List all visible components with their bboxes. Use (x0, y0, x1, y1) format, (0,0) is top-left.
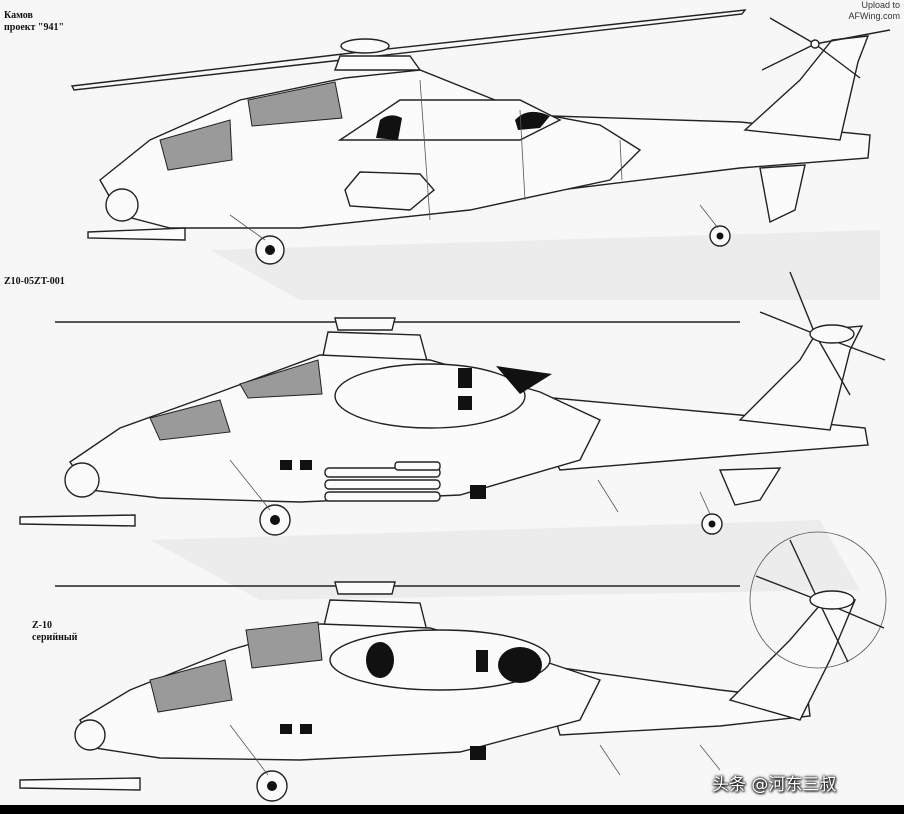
kamov-941-label: Камов проект "941" (4, 10, 64, 34)
nose-sensor-turret (64, 462, 100, 498)
engine-exhaust (515, 111, 550, 130)
front-canopy (149, 659, 233, 713)
vertical-fin (738, 325, 864, 431)
front-canopy (149, 399, 231, 441)
rotor-hub (340, 38, 390, 54)
credit-line2: AFWing.com (848, 11, 900, 21)
tail-rotor (759, 271, 886, 396)
fuselage-panel (300, 460, 312, 470)
kamov-941-helicopter (70, 9, 891, 265)
ventral-fin (718, 467, 782, 506)
weapon-pylons (324, 461, 441, 502)
production-label: Z-10 серийный (32, 620, 77, 644)
nose-sensor-turret (105, 188, 139, 222)
rear-canopy (239, 359, 323, 399)
fuselage-panel (280, 724, 292, 734)
z10-prototype-helicopter (19, 271, 886, 536)
fuselage-panel (280, 460, 292, 470)
engine-vent (458, 396, 472, 410)
background-ghost-shape (150, 520, 860, 600)
tail-boom (518, 394, 869, 471)
kamov-label-line1: Камов (4, 10, 33, 21)
kamov-label-line2: проект "941" (4, 22, 65, 33)
prototype-label: Z10-05ZT-001 (4, 276, 65, 287)
landing-gear-strut (229, 724, 721, 776)
credit-line1: Upload to (861, 0, 900, 10)
front-canopy (159, 119, 233, 171)
nose-sensor-turret (74, 719, 106, 751)
nose-cannon (19, 777, 141, 791)
engine-intake (366, 642, 394, 678)
nose-cannon (19, 514, 136, 527)
tail-rotor-disc (749, 531, 887, 669)
engine-nacelle (334, 363, 526, 429)
panel-lines (419, 79, 623, 221)
vertical-fin (743, 35, 870, 141)
rotor-hub (334, 581, 396, 595)
vertical-fin (728, 599, 857, 721)
rotor-mast-fairing (334, 55, 422, 71)
engine-exhaust (496, 366, 552, 394)
engine-exhaust (498, 647, 542, 683)
engine-vent (458, 368, 472, 388)
source-watermark: 头条 @河东三叔 (712, 775, 837, 795)
background-ghost-shape (210, 230, 880, 300)
fuselage-panel (470, 485, 486, 499)
tail-rotor (761, 17, 891, 79)
tail-rotor (755, 539, 885, 663)
rear-canopy (247, 81, 343, 127)
production-label-line2: серийный (32, 632, 78, 643)
engine-intake (376, 115, 402, 140)
z10-production-helicopter (19, 531, 887, 802)
stub-wing (344, 171, 435, 211)
upload-credit: Upload to AFWing.com (848, 0, 900, 22)
tail-boom (539, 664, 811, 736)
landing-gear-strut (229, 204, 719, 241)
rear-canopy (245, 621, 323, 669)
production-label-line1: Z-10 (32, 620, 52, 631)
fuselage-panel (300, 724, 312, 734)
fuselage-panel (470, 746, 486, 760)
engine-vent (476, 650, 488, 672)
nose-cannon (87, 227, 186, 241)
ventral-fin (759, 164, 806, 224)
landing-gear-strut (229, 459, 711, 515)
rotor-hub (334, 317, 396, 331)
